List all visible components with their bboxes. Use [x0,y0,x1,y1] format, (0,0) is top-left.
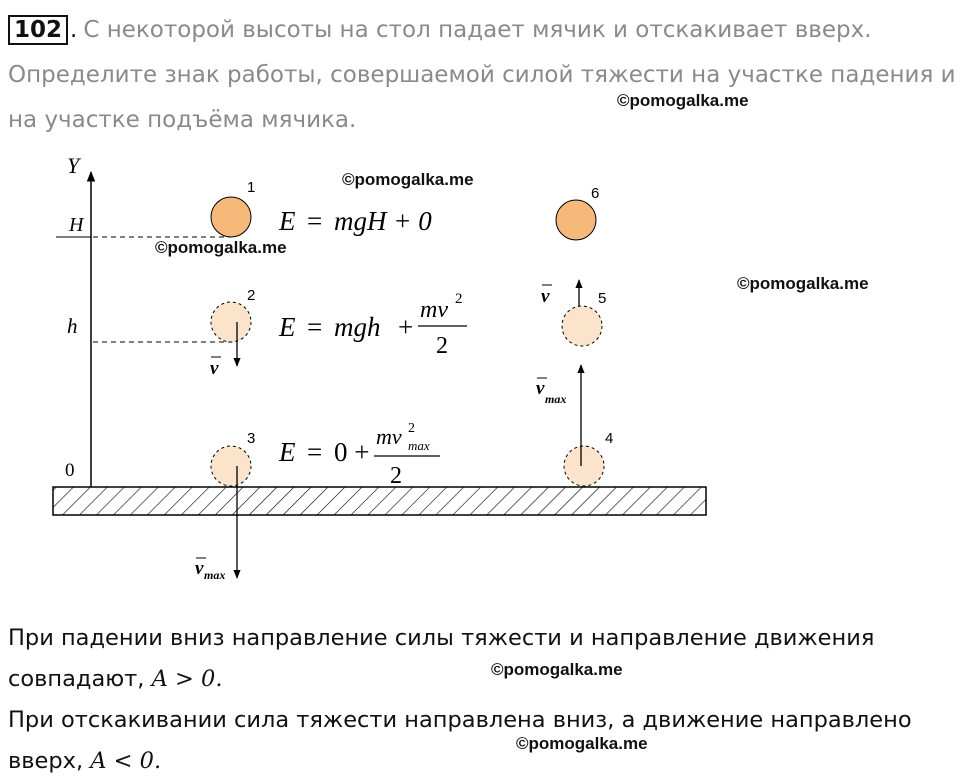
ball-6 [555,199,597,241]
problem-statement: 102.С некоторой высоты на стол падает мя… [8,8,956,143]
ball-label-1: 1 [247,179,255,196]
max-subscript: max [204,568,225,582]
y-axis-label: Y [67,153,82,178]
eq2-lhs: E [278,312,296,342]
max-subscript: max [545,392,566,406]
eq2-plus: + [398,312,413,342]
eq3-equals: = [307,437,322,467]
ball-label-6: 6 [591,185,599,202]
ball-label-4: 4 [605,430,613,447]
eq2-power: 2 [455,291,463,307]
watermark: ©pomogalka.me [617,91,749,110]
watermark: ©pomogalka.me [737,274,869,293]
problem-number-dot: . [70,17,78,43]
energy-equation-3: E = 0 + mv 2 max 2 [278,421,440,489]
answer-condition-1: A > 0. [151,666,223,692]
eq2-equals: = [307,312,322,342]
table-surface [52,486,707,516]
eq3-numerator: mv [376,424,402,449]
eq3-rhs: 0 + [334,437,369,467]
v-symbol: v [195,558,204,579]
watermark: ©pomogalka.me [491,660,623,679]
watermark: ©pomogalka.me [342,170,474,189]
level-H-label: H [68,214,85,236]
energy-equation-1: E = mgH + 0 [278,206,432,236]
ball-2 [210,301,252,343]
level-h-label: h [67,314,78,338]
eq3-lhs: E [278,437,296,467]
answer-paragraph-2: При отскакивании сила тяжести направлена… [8,700,956,782]
v-symbol: v [536,378,545,399]
eq3-power: 2 [408,421,415,436]
ball-label-2: 2 [247,287,255,304]
velocity-label-vmax-3: v max [195,557,225,582]
watermark: ©pomogalka.me [155,238,287,257]
velocity-label-vmax-4: v max [536,377,566,406]
watermark: ©pomogalka.me [516,734,648,753]
ball-label-5: 5 [598,290,606,307]
eq1-lhs: E [278,206,296,236]
problem-number: 102 [8,15,69,45]
eq2-denominator: 2 [436,333,448,359]
eq1-rhs: mgH + 0 [334,206,432,236]
eq3-subscript: max [408,438,430,453]
ball-1 [210,196,252,238]
answer-line-2: При отскакивании сила тяжести направлена… [8,707,912,774]
ball-5 [561,305,603,347]
eq2-numerator: mv [420,297,448,323]
answer-paragraph-1: При падении вниз направление силы тяжест… [8,618,956,700]
answer-line-1: При падении вниз направление силы тяжест… [8,625,875,692]
v-symbol: v [210,358,219,379]
v-symbol: v [541,286,550,307]
ball-4 [563,445,605,487]
answer-text: При падении вниз направление силы тяжест… [8,618,956,782]
level-0-label: 0 [65,460,75,481]
velocity-label-v-2: v [210,356,221,379]
answer-condition-2: A < 0. [90,748,162,774]
eq2-rhs: mgh [334,312,381,342]
ball-3 [210,445,252,487]
eq1-equals: = [307,206,322,236]
eq3-denominator: 2 [390,463,402,489]
energy-equation-2: E = mgh + mv 2 2 [278,291,467,359]
problem-text: С некоторой высоты на стол падает мячик … [8,17,956,133]
ball-label-3: 3 [247,430,255,447]
velocity-label-v-5: v [541,284,552,307]
